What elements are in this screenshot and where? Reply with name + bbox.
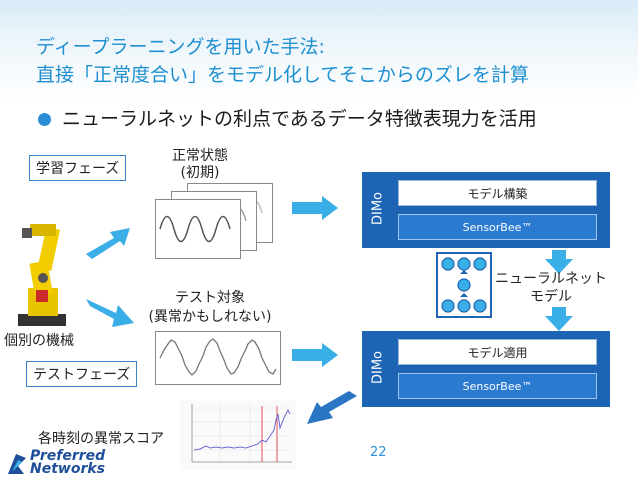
- test-phase-label: テストフェーズ: [26, 361, 138, 387]
- sensorbee-box: SensorBee™: [398, 214, 597, 240]
- bullet-icon: [38, 113, 51, 126]
- arrow-icon: [292, 343, 338, 367]
- normal-state-sublabel: (初期): [180, 165, 220, 181]
- normal-state-label: 正常状態: [172, 148, 228, 164]
- arrow-icon: [307, 391, 357, 424]
- bullet-text: ニューラルネットの利点であるデータ特徴表現力を活用: [62, 108, 537, 130]
- score-chart-icon: [180, 400, 296, 470]
- neural-net-icon: [436, 252, 492, 318]
- arrow-icon: [292, 196, 338, 220]
- dimo-apply-panel: DIMo モデル適用 SensorBee™: [362, 331, 610, 407]
- logo-text-line2: Networks: [30, 461, 106, 477]
- nn-model-sublabel: モデル: [530, 289, 572, 305]
- arrow-icon: [545, 250, 573, 274]
- arrow-icon: [86, 299, 134, 327]
- learning-phase-label: 学習フェーズ: [29, 155, 127, 181]
- title-band: [0, 0, 638, 100]
- logo-text-line1: Preferred: [30, 448, 106, 464]
- test-wave-card: [155, 331, 281, 385]
- nn-model-label: ニューラルネット: [495, 271, 607, 287]
- anomaly-score-label: 各時刻の異常スコア: [38, 431, 164, 447]
- arrow-icon: [545, 307, 573, 331]
- page-number: 22: [370, 445, 387, 460]
- wave-chart-icon: [159, 215, 231, 243]
- dimo-label: DIMo: [370, 192, 386, 226]
- slide-title-line2: 直接「正常度合い」をモデル化してそこからのズレを計算: [36, 64, 529, 86]
- slide-title-line1: ディープラーニングを用いた手法:: [36, 36, 325, 58]
- wave-chart-icon: [159, 338, 277, 376]
- dimo-label: DIMo: [370, 351, 386, 385]
- model-build-box: モデル構築: [398, 180, 597, 206]
- robot-arm-icon: [18, 224, 66, 326]
- sensorbee-box: SensorBee™: [398, 373, 597, 399]
- model-apply-box: モデル適用: [398, 339, 597, 365]
- test-target-sublabel: (異常かもしれない): [148, 309, 272, 325]
- arrow-icon: [86, 228, 130, 259]
- test-target-label: テスト対象: [175, 290, 245, 306]
- dimo-build-panel: DIMo モデル構築 SensorBee™: [362, 172, 610, 248]
- individual-machine-label: 個別の機械: [4, 333, 74, 349]
- normal-wave-card-front: [155, 199, 241, 259]
- logo-icon: [8, 454, 26, 474]
